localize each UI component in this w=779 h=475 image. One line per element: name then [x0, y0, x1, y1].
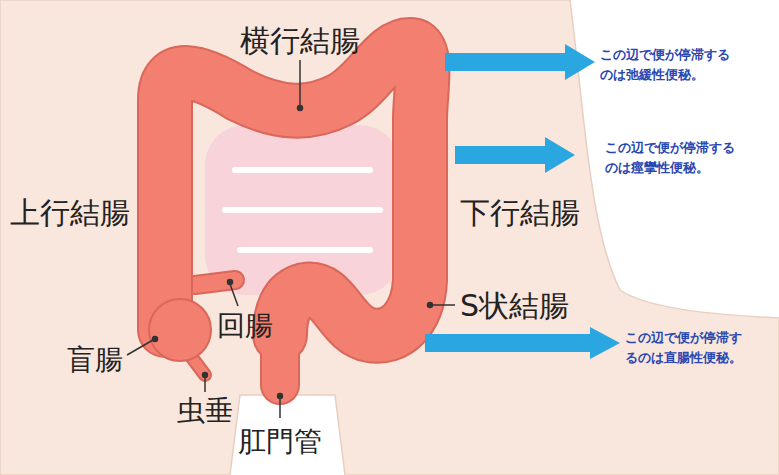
part-name: 下行結腸: [460, 196, 580, 229]
intestine-stripes: [225, 170, 380, 250]
part-name: S状結腸: [460, 289, 569, 322]
part-name: 回腸: [217, 311, 273, 342]
part-name: 盲腸: [67, 345, 123, 376]
leader-lines: [127, 60, 455, 418]
part-name: 虫垂: [177, 396, 233, 427]
part-name: 肛門管: [238, 427, 322, 458]
blue-arrows: [425, 44, 620, 359]
part-name: 上行結腸: [10, 196, 130, 229]
callout-note: この辺で便が停滞するのは弛緩性便秘。: [600, 45, 740, 84]
part-name: 横行結腸: [240, 24, 360, 57]
colon: [149, 45, 423, 396]
callout-note: この辺で便が停滞するのは直腸性便秘。: [625, 328, 750, 367]
callout-note: この辺で便が停滞するのは痙攣性便秘。: [605, 138, 745, 177]
